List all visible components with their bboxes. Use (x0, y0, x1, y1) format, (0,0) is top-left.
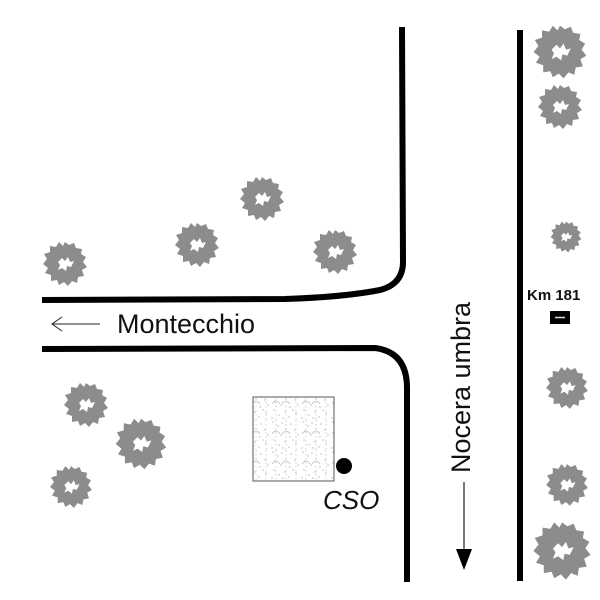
montecchio-direction-arrow-icon (51, 316, 100, 332)
nocera-umbra-direction-arrow-icon (456, 482, 472, 570)
tree-icon (240, 177, 284, 221)
road-montecchio-south-edge (41, 345, 410, 582)
tree-icon (313, 230, 357, 274)
tree-icon (533, 522, 591, 580)
tree-icon (43, 242, 87, 286)
cso-point-marker (336, 458, 352, 474)
tree-icon (546, 464, 588, 506)
km-marker-label: Km 181 (527, 287, 580, 304)
road-montecchio-north-edge (41, 26, 406, 303)
tree-icon (115, 418, 167, 470)
tree-icon (533, 25, 587, 79)
montecchio-label: Montecchio (117, 309, 255, 339)
tree-icon (64, 383, 108, 427)
tree-icon (538, 85, 582, 129)
km-marker-sign-icon (550, 311, 570, 324)
building-footprint (252, 396, 335, 482)
tree-icon (175, 223, 219, 267)
tree-icon (546, 367, 588, 409)
tree-icon (50, 466, 92, 508)
cso-label: CSO (323, 485, 379, 515)
tree-icon (550, 221, 582, 253)
nocera-umbra-label: Nocera umbra (446, 301, 476, 473)
